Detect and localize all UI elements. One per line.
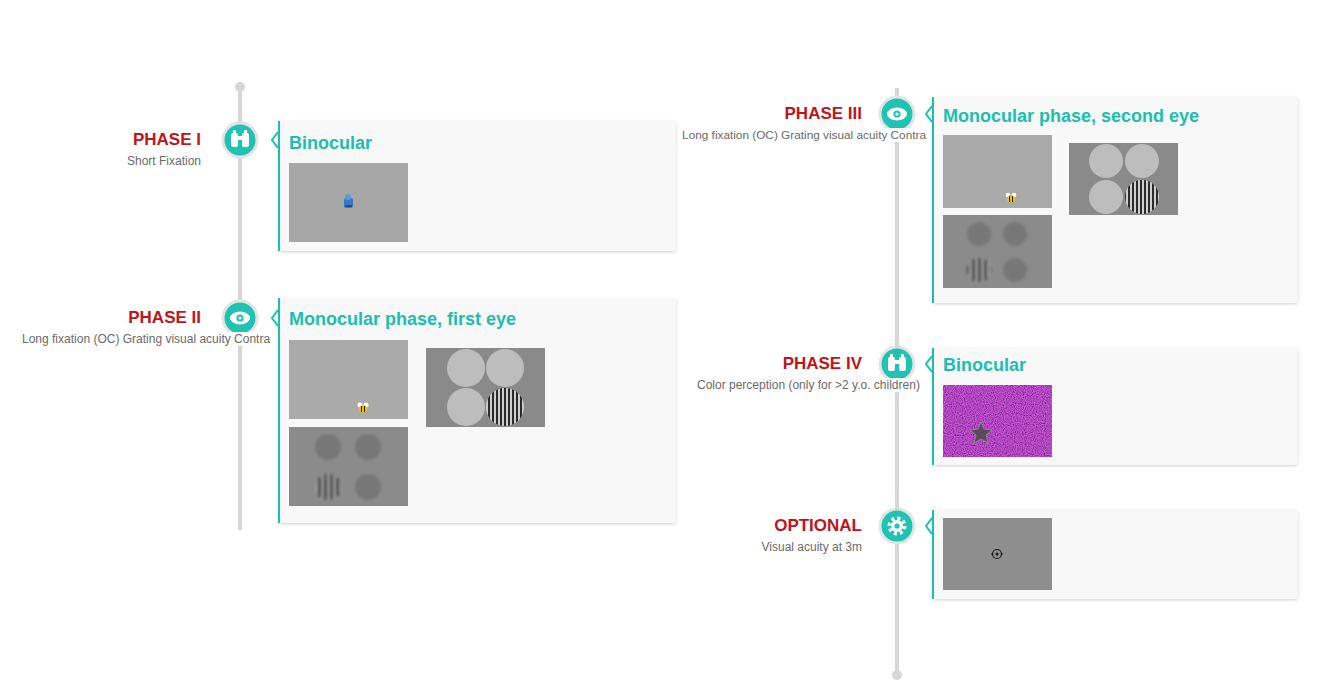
timeline-entry: OPTIONAL Visual acuity at 3m xyxy=(660,510,1298,599)
timeline-connector xyxy=(895,465,899,510)
phase-label: PHASE I xyxy=(133,130,201,150)
timeline-entry: PHASE II Long fixation (OC) Grating visua… xyxy=(14,298,676,523)
phase-description: Long fixation (OC) Grating visual acuity… xyxy=(20,332,272,346)
phase-label: PHASE III xyxy=(785,104,862,124)
card-title: Binocular xyxy=(289,132,372,154)
card-title: Binocular xyxy=(943,354,1026,376)
card-title: Monocular phase, first eye xyxy=(289,308,516,330)
timeline-connector xyxy=(238,251,242,298)
timeline-entry: PHASE III Long fixation (OC) Grating visu… xyxy=(660,97,1298,303)
phase-icons xyxy=(223,97,914,543)
phase-label: PHASE IV xyxy=(783,354,862,374)
phase-description: Color perception (only for >2 y.o. child… xyxy=(695,378,922,392)
phase-description: Visual acuity at 3m xyxy=(760,540,865,554)
timeline-entry: PHASE IV Color perception (only for >2 y.… xyxy=(660,348,1298,465)
stimulus-thumbnails xyxy=(289,135,1178,590)
phase-label: OPTIONAL xyxy=(774,516,862,536)
phase-description: Short Fixation xyxy=(125,154,203,168)
phase-description: Long fixation (OC) Grating visual acuity… xyxy=(680,128,928,142)
phase-label: PHASE II xyxy=(128,308,201,328)
card-title: Monocular phase, second eye xyxy=(943,105,1199,127)
timeline-entry: PHASE I Short Fixation Binocular xyxy=(14,121,676,251)
timeline-connector xyxy=(895,303,899,348)
card-panels xyxy=(272,97,1298,599)
